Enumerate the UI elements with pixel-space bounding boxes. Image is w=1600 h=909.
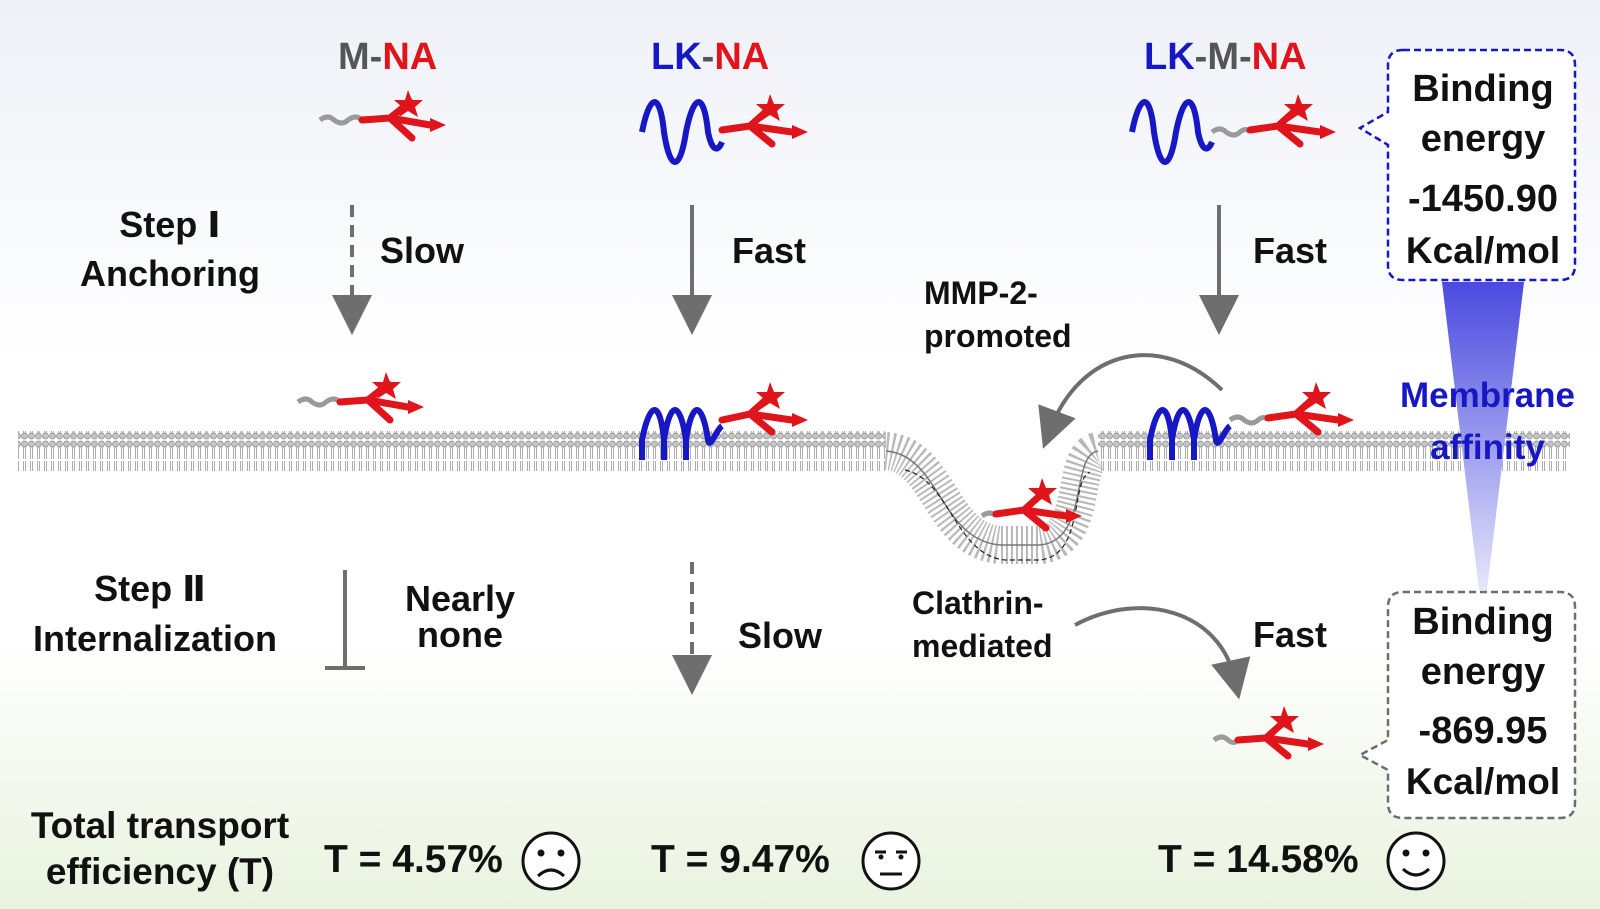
mmp-arrow (1038, 353, 1224, 449)
title-m-na: M-NA (338, 36, 438, 78)
clathrin-label-1: Clathrin- (912, 585, 1044, 621)
membrane-affinity-label-1: Membrane (1399, 376, 1576, 415)
title-lk-na: LK-NA (651, 36, 770, 78)
binding-bottom-value: -869.95 (1418, 710, 1548, 752)
title-lk-na-dash: - (701, 36, 715, 78)
binding-top-value: -1450.90 (1407, 178, 1558, 220)
sad-face-icon (521, 831, 581, 891)
step2-title: Step Ⅱ (94, 568, 206, 609)
molecule-icon-vesicle (980, 478, 1082, 532)
rate-m-na-internal-2: none (417, 614, 503, 655)
molecule-icon-lk-na-top (639, 94, 808, 165)
neutral-face-icon (861, 831, 921, 891)
efficiency-label-2: efficiency (T) (45, 851, 275, 892)
title-lk-m-na-dash1: - (1194, 36, 1208, 78)
title-lk-m-na-na: NA (1251, 36, 1307, 78)
binding-callout-top (1357, 48, 1577, 282)
internal-blocked-m-na (325, 570, 365, 670)
mmp-label-2: promoted (924, 318, 1072, 354)
binding-bottom-l2: energy (1420, 651, 1546, 693)
rate-m-na-internal-1: Nearly (404, 578, 516, 619)
binding-top-l1: Binding (1412, 68, 1554, 110)
happy-face-icon (1386, 831, 1446, 891)
mmp-label-1: MMP-2- (924, 275, 1038, 311)
title-m-na-prefix: M (338, 36, 370, 78)
molecule-icon-lk-na-membrane (639, 382, 808, 460)
step1-title: Step Ⅰ (119, 204, 221, 245)
clathrin-arrow (1074, 606, 1251, 700)
title-lk-m-na-dash2: - (1238, 36, 1252, 78)
binding-top-unit: Kcal/mol (1405, 230, 1561, 271)
clathrin-label-2: mediated (912, 628, 1053, 664)
title-m-na-dash: - (369, 36, 383, 78)
rate-lk-na-anchor: Fast (732, 230, 807, 271)
rate-lk-m-na-internal: Fast (1253, 614, 1328, 655)
title-lk-m-na-m: M (1207, 36, 1239, 78)
binding-bottom-unit: Kcal/mol (1405, 761, 1561, 802)
efficiency-label-1: Total transport (30, 805, 290, 846)
affinity-gradient-bar (1442, 282, 1524, 590)
step2-subtitle: Internalization (32, 618, 278, 659)
rate-lk-m-na-anchor: Fast (1253, 230, 1328, 271)
binding-callout-bottom (1357, 590, 1577, 820)
efficiency-lk-na: T = 9.47% (651, 838, 830, 881)
molecule-icon-lk-m-na-top (1129, 94, 1336, 165)
molecule-icon-m-na-membrane (296, 372, 424, 424)
title-lk-na-suffix: NA (714, 36, 770, 78)
molecule-icon-internalized (1212, 706, 1324, 760)
binding-top-l2: energy (1420, 118, 1546, 160)
membrane-affinity-label-2: affinity (1430, 428, 1545, 467)
title-lk-na-prefix: LK (651, 36, 702, 78)
efficiency-lk-m-na: T = 14.58% (1158, 838, 1359, 881)
title-lk-m-na-lk: LK (1144, 36, 1195, 78)
rate-lk-na-internal: Slow (738, 615, 823, 656)
binding-bottom-l1: Binding (1412, 601, 1554, 643)
rate-m-na-anchor: Slow (380, 230, 465, 271)
efficiency-m-na: T = 4.57% (324, 838, 503, 881)
title-m-na-suffix: NA (382, 36, 438, 78)
molecule-icon-m-na-top (318, 90, 446, 142)
molecule-icon-lk-m-na-membrane (1147, 382, 1354, 460)
step1-subtitle: Anchoring (80, 253, 260, 294)
lipid-bilayer-icon (18, 431, 1570, 564)
title-lk-m-na: LK-M-NA (1144, 36, 1307, 78)
